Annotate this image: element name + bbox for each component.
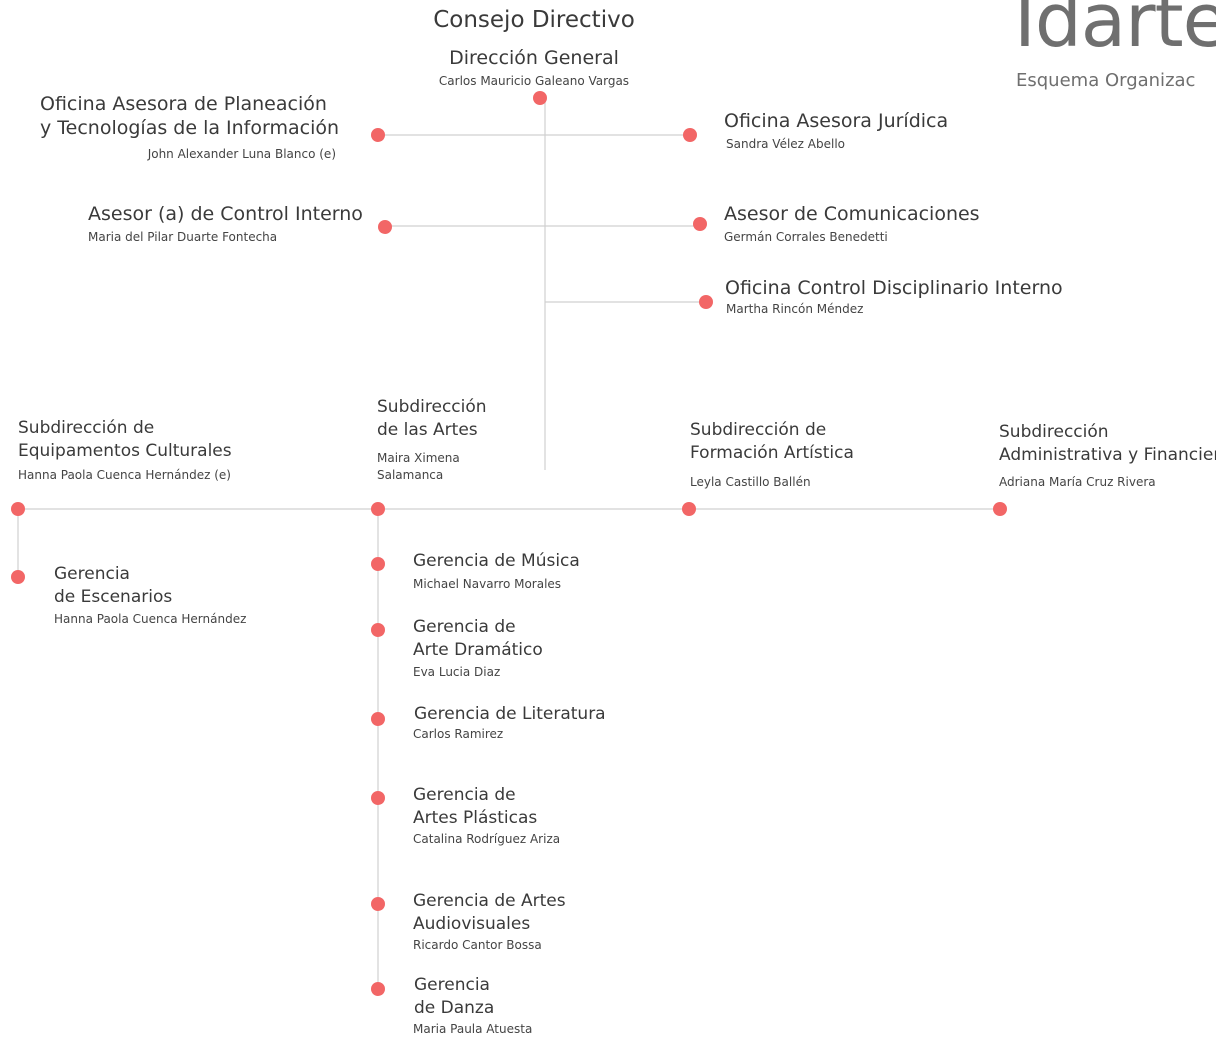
control-interno-name: Maria del Pilar Duarte Fontecha — [88, 230, 278, 244]
gerencia-musica-title: Gerencia de Música — [413, 551, 580, 571]
control-interno-node — [378, 220, 392, 234]
oficina-planeacion-block: Oficina Asesora de Planeación y Tecnolog… — [40, 92, 340, 140]
sub-equipamientos-name: Hanna Paola Cuenca Hernández (e) — [18, 468, 231, 482]
oficina-juridica-title: Oficina Asesora Jurídica — [724, 110, 949, 132]
control-interno-title: Asesor (a) de Control Interno — [88, 203, 363, 225]
oficina-planeacion-title-2: y Tecnologías de la Información — [40, 117, 340, 139]
sub-administrativa-name: Adriana María Cruz Rivera — [999, 475, 1156, 489]
sub-artes-name-1: Maira Ximena — [377, 451, 460, 465]
gerencia-escenarios-node — [11, 570, 25, 584]
disciplinario-title: Oficina Control Disciplinario Interno — [725, 277, 1063, 299]
gerencia-escenarios-title-1: Gerencia — [54, 564, 130, 584]
sub-artes-title-2: de las Artes — [377, 420, 478, 440]
gerencia-musica-name: Michael Navarro Morales — [413, 577, 562, 591]
gerencia-escenarios-title-2: de Escenarios — [54, 587, 173, 607]
sub-formacion-title-1: Subdirección de — [690, 420, 827, 440]
consejo-directivo-title: Consejo Directivo — [433, 7, 635, 33]
gerencia-audiovisuales-title-1: Gerencia de Artes — [413, 891, 566, 911]
direccion-general-name: Carlos Mauricio Galeano Vargas — [438, 74, 630, 88]
sub-equipamientos-title-1: Subdirección de — [18, 418, 155, 438]
sub-artes-title-1: Subdirección — [377, 397, 487, 417]
gerencia-escenarios-name: Hanna Paola Cuenca Hernández — [54, 612, 247, 626]
oficina-planeacion-title-1: Oficina Asesora de Planeación — [40, 93, 327, 115]
gerencia-dramatico-name: Eva Lucia Diaz — [413, 665, 501, 679]
oficina-juridica-name: Sandra Vélez Abello — [726, 137, 846, 151]
gerencia-plasticas-title-1: Gerencia de — [413, 785, 516, 805]
gerencia-dramatico-title-2: Arte Dramático — [413, 640, 543, 660]
oficina-juridica-node — [683, 128, 697, 142]
gerencia-literatura-name: Carlos Ramirez — [413, 727, 504, 741]
gerencia-plasticas-node — [371, 791, 385, 805]
gerencia-danza-title-1: Gerencia — [414, 975, 490, 995]
sub-administrativa-node — [993, 502, 1007, 516]
gerencia-danza-node — [371, 982, 385, 996]
sub-formacion-name: Leyla Castillo Ballén — [690, 475, 811, 489]
gerencia-danza-title-2: de Danza — [414, 998, 495, 1018]
gerencia-audiovisuales-name: Ricardo Cantor Bossa — [413, 938, 542, 952]
gerencia-literatura-title: Gerencia de Literatura — [414, 704, 606, 724]
idartes-logo: Idarte — [1014, 0, 1216, 64]
gerencia-plasticas-title-2: Artes Plásticas — [413, 808, 538, 828]
gerencia-dramatico-title-1: Gerencia de — [413, 617, 516, 637]
gerencia-audiovisuales-title-2: Audiovisuales — [413, 914, 531, 934]
oficina-planeacion-name: John Alexander Luna Blanco (e) — [147, 147, 336, 161]
oficina-planeacion-node — [371, 128, 385, 142]
gerencia-dramatico-node — [371, 623, 385, 637]
direccion-general-node — [533, 91, 547, 105]
sub-artes-name-2: Salamanca — [377, 468, 444, 482]
direccion-general-title: Dirección General — [449, 47, 619, 69]
logo-subtitle: Esquema Organizac — [1016, 70, 1196, 91]
comunicaciones-title: Asesor de Comunicaciones — [724, 203, 980, 225]
comunicaciones-name: Germán Corrales Benedetti — [724, 230, 888, 244]
gerencia-literatura-node — [371, 712, 385, 726]
disciplinario-node — [699, 295, 713, 309]
comunicaciones-node — [693, 217, 707, 231]
gerencia-plasticas-name: Catalina Rodríguez Ariza — [413, 832, 561, 846]
disciplinario-name: Martha Rincón Méndez — [726, 302, 864, 316]
sub-formacion-node — [682, 502, 696, 516]
gerencia-audiovisuales-node — [371, 897, 385, 911]
sub-formacion-title-2: Formación Artística — [690, 443, 854, 463]
sub-equipamientos-node — [11, 502, 25, 516]
sub-administrativa-title-1: Subdirección — [999, 422, 1109, 442]
sub-administrativa-title-2: Administrativa y Financiera — [999, 445, 1216, 465]
gerencia-danza-name: Maria Paula Atuesta — [413, 1022, 533, 1036]
sub-artes-node — [371, 502, 385, 516]
sub-equipamientos-title-2: Equipamentos Culturales — [18, 441, 232, 461]
gerencia-musica-node — [371, 557, 385, 571]
